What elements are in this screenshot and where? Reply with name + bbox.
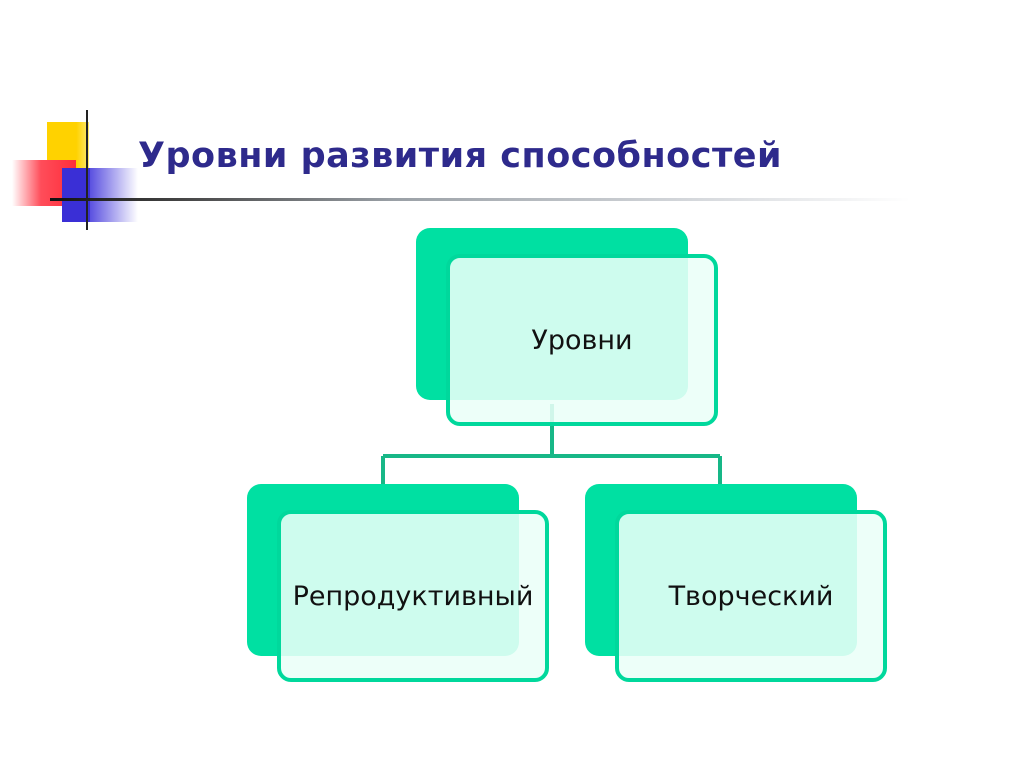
blue-fade-decoration (90, 168, 138, 222)
node-creative-front (615, 510, 887, 682)
node-root-front (446, 254, 718, 426)
vertical-line-decoration (86, 110, 88, 230)
node-creative-label: Творческий (668, 580, 834, 612)
slide-title: Уровни развития способностей (138, 136, 782, 176)
title-underline (50, 198, 910, 201)
blue-square-decoration (62, 168, 90, 222)
node-reproductive-label: Репродуктивный (292, 580, 534, 612)
corner-logo (0, 0, 150, 240)
node-root-label: Уровни (531, 324, 633, 356)
node-reproductive-front (277, 510, 549, 682)
